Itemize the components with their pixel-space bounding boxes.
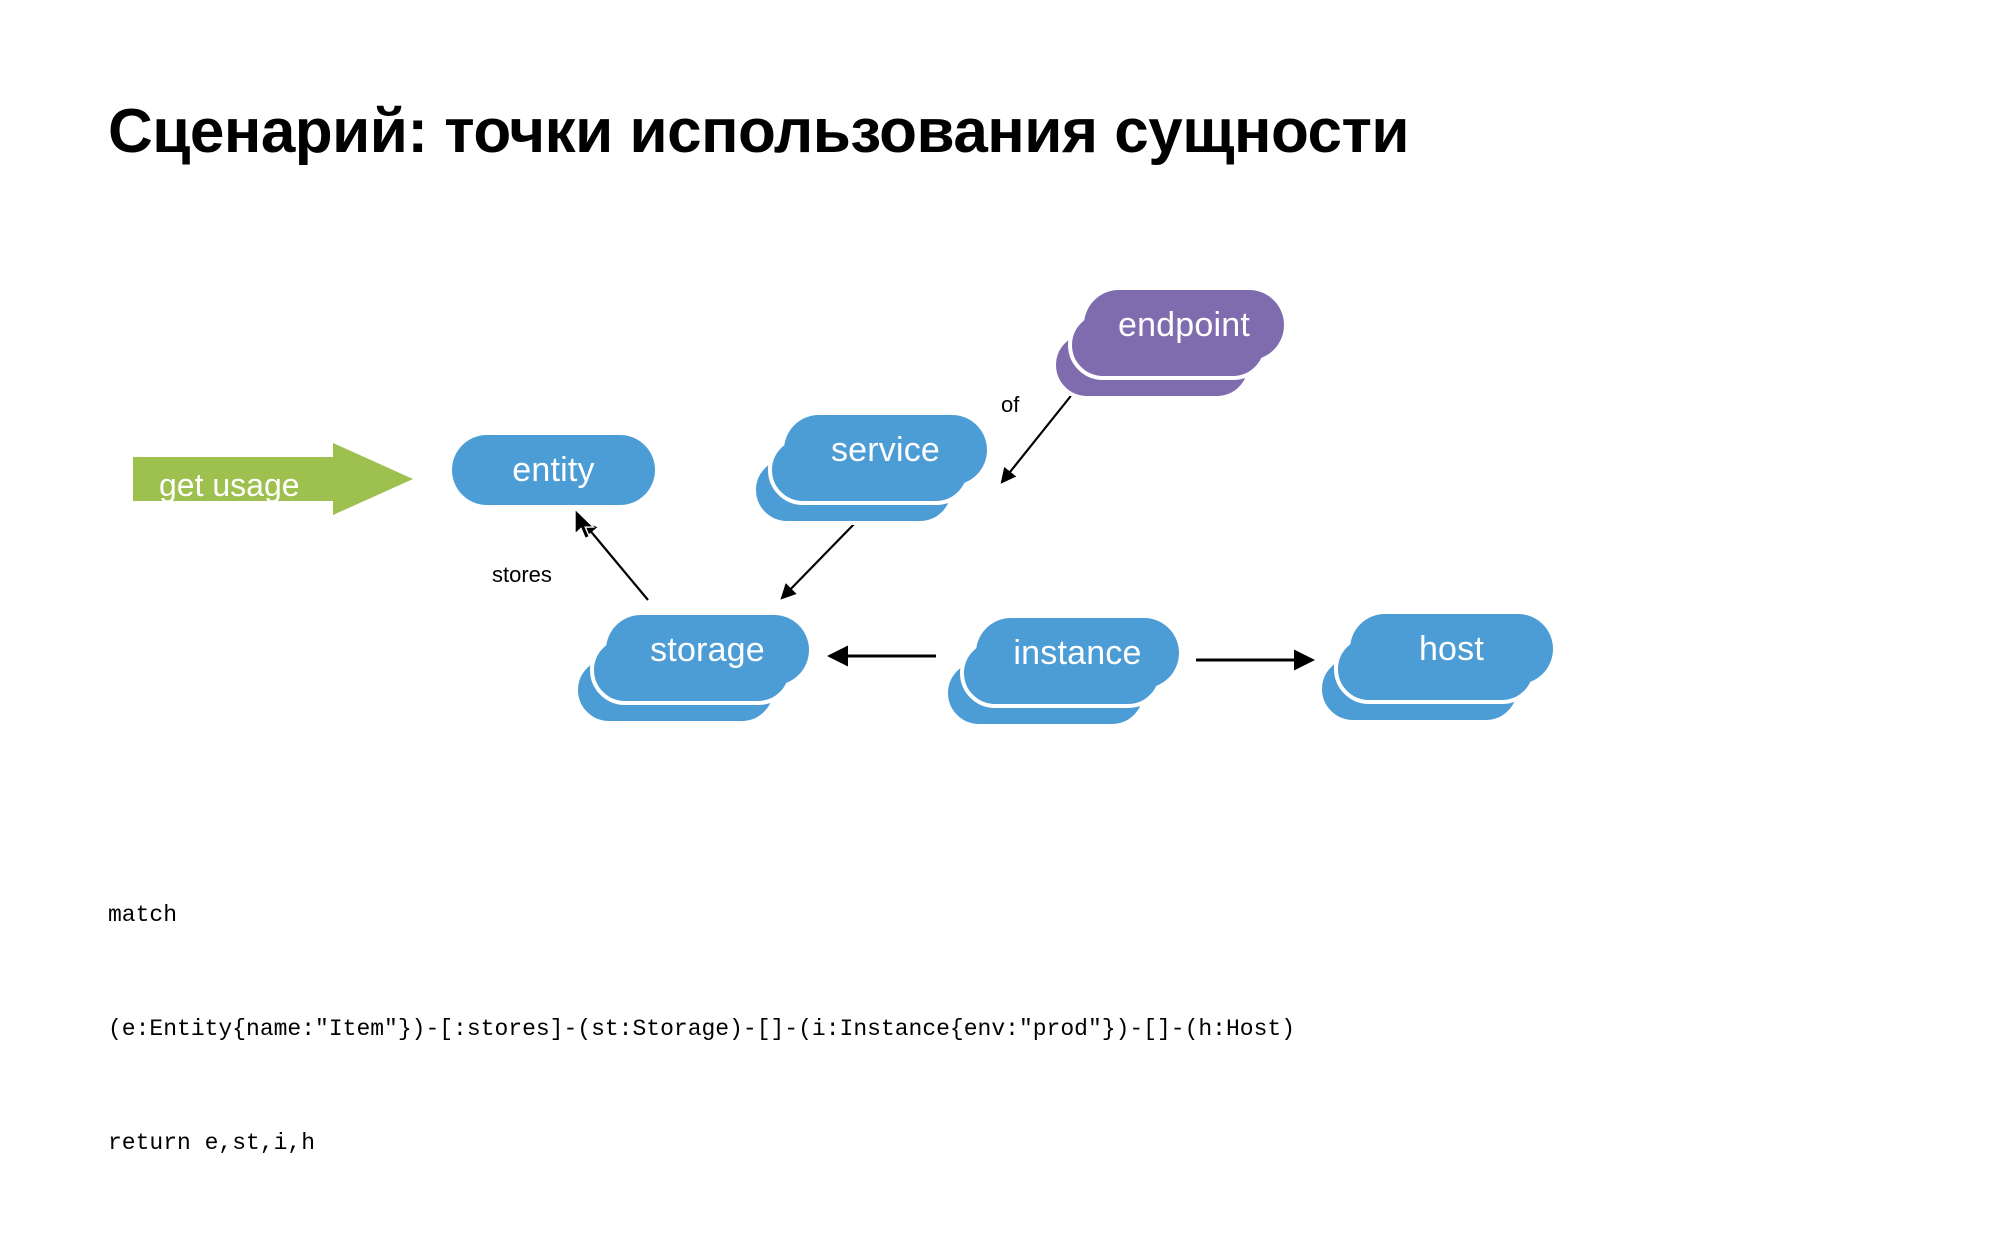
edge-service-to-storage	[780, 519, 859, 600]
node-entity-body[interactable]: entity	[452, 435, 655, 505]
node-service-label: service	[830, 431, 941, 469]
edge-label-of: of	[1001, 392, 1020, 417]
node-service-body[interactable]: service	[784, 415, 987, 485]
get-usage-label: get usage	[159, 467, 300, 503]
code-line: match	[108, 902, 178, 928]
node-instance-label: instance	[1013, 634, 1142, 672]
node-host-label: host	[1418, 630, 1485, 668]
edge-storage-to-entity	[581, 520, 649, 601]
cypher-query-block: match (e:Entity{name:"Item"})-[:stores]-…	[108, 820, 1295, 1238]
code-line: return e,st,i,h	[108, 1130, 316, 1156]
slide-canvas: Сценарий: точки использования сущности	[108, 97, 1553, 1156]
edge-label-stores: stores	[492, 562, 552, 587]
node-instance-body[interactable]: instance	[976, 618, 1179, 688]
entity-usage-diagram: get usage entity service endpoint	[133, 290, 1553, 728]
code-line: (e:Entity{name:"Item"})-[:stores]-(st:St…	[108, 1016, 1295, 1042]
node-endpoint-label: endpoint	[1117, 306, 1251, 344]
get-usage-arrow[interactable]: get usage	[133, 443, 413, 515]
page-title: Сценарий: точки использования сущности	[108, 97, 1410, 166]
node-endpoint-body[interactable]: endpoint	[1084, 290, 1284, 360]
right-arrow-icon	[133, 443, 413, 515]
node-storage-body[interactable]: storage	[606, 615, 809, 685]
node-storage-label: storage	[650, 631, 765, 669]
node-entity-label: entity	[512, 451, 595, 489]
node-host-body[interactable]: host	[1350, 614, 1553, 684]
mouse-cursor-icon	[574, 508, 596, 540]
